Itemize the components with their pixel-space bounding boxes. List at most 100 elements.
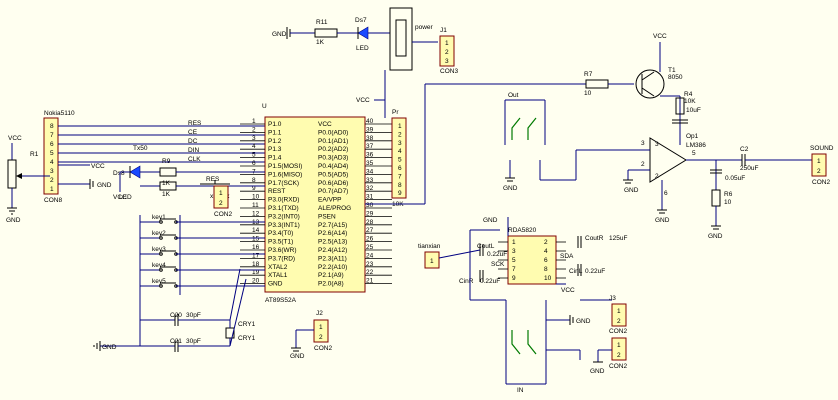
pr-pin-9: 9 [398, 190, 402, 197]
c20-ref: C20 [170, 312, 182, 319]
pr-pin-5: 5 [398, 157, 402, 164]
pr-pin-1: 1 [398, 123, 402, 130]
cinl-value: 0.22uF [585, 268, 605, 275]
mcu-pin-name-30: ALE/PROG [318, 205, 351, 212]
mcu-pin-name-34: P0.5(AD5) [318, 171, 348, 178]
mcu-pin-no-29: 29 [366, 210, 374, 217]
mcu-pin-no-28: 28 [366, 219, 374, 226]
svg-text:3: 3 [445, 58, 449, 65]
vcc-label: VCC [8, 135, 22, 142]
mcu-pin-no-37: 37 [366, 143, 374, 150]
led-bl-ref2: Tx50 [133, 145, 148, 152]
svg-text:2: 2 [617, 318, 621, 325]
r6-ref: R6 [724, 191, 733, 198]
c21-value: 30pF [186, 338, 201, 345]
mcu-pin-no-12: 12 [252, 210, 260, 217]
mcu-pin-no-16: 16 [252, 244, 260, 251]
coutr-label: CoutR [585, 235, 604, 242]
mcu-pin-name-36: P0.3(AD3) [318, 155, 348, 162]
net-res: RES [188, 120, 202, 127]
rda-pin-5: 5 [512, 257, 516, 264]
mcu-pin-name-6: P1.5(MOSI) [268, 163, 302, 170]
mcu-pin-name-3: P1.2 [268, 138, 282, 145]
cinl-label: CinL [569, 268, 583, 275]
svg-text:1: 1 [817, 158, 821, 165]
pr-ref: Pr [392, 109, 399, 116]
mcu-pin-no-6: 6 [252, 160, 256, 167]
vcc-amp: VCC [653, 33, 667, 40]
pr-pin-6: 6 [398, 165, 402, 172]
mcu-pin-name-2: P1.1 [268, 129, 282, 136]
r7-ref: R7 [584, 71, 593, 78]
rda-pin-1: 1 [512, 239, 516, 246]
crystal-caps: C20 30pF C21 30pF GND CRY1 CRY1 [93, 268, 256, 352]
mcu-pin-name-25: P2.4(A12) [318, 247, 347, 254]
rda-pin-9: 9 [512, 275, 516, 282]
svg-text:5: 5 [692, 150, 696, 157]
con2-reset-name: CON2 [214, 211, 232, 218]
mcu-pin-name-32: P0.7(AD7) [318, 188, 348, 195]
con2-bottom[interactable]: 1 2 CON2 GND [590, 337, 627, 375]
mcu-pin-no-31: 31 [366, 194, 374, 201]
rda-pin-3: 3 [512, 248, 516, 255]
mcu-pin-name-1: P1.0 [268, 121, 282, 128]
coutl-value: 0.22uF [487, 251, 507, 258]
backlight-leds: Tx50 Ds8 LED R9 1K 1K VCC [113, 145, 265, 201]
cry-ref: CRY1 [238, 321, 256, 328]
j2-connector[interactable]: J2 1 2 CON2 GND [290, 310, 332, 360]
con2-reset[interactable]: 1 2 CON2 [213, 185, 232, 218]
gnd-j2: GND [290, 353, 305, 360]
lcd-pin-7: 7 [50, 132, 54, 139]
c21-ref: C21 [170, 338, 182, 345]
mcu-pin-name-26: P2.5(A13) [318, 239, 347, 246]
mcu-pin-no-1: 1 [252, 118, 256, 125]
net-ce: CE [188, 129, 198, 136]
mcu-pin-name-22: P2.1(A9) [318, 272, 344, 279]
mcu-pin-no-27: 27 [366, 227, 374, 234]
mcu-pin-name-20: GND [268, 281, 283, 288]
svg-text:1: 1 [430, 258, 434, 265]
op-part: LM386 [686, 142, 706, 149]
gnd-rda: GND [483, 217, 498, 224]
mcu-pin-no-10: 10 [252, 194, 260, 201]
mcu-pin-name-13: P3.3(INT1) [268, 222, 300, 229]
sound-connector[interactable]: SOUND 1 2 CON2 [810, 145, 834, 186]
rda-pin-6: 6 [544, 257, 548, 264]
svg-text:2: 2 [641, 161, 645, 168]
lcd-pin-6: 6 [50, 141, 54, 148]
j1-name: CON3 [440, 68, 458, 75]
mcu-pin-no-24: 24 [366, 252, 374, 259]
led-top-ref: Ds7 [355, 17, 367, 24]
mcu-pin-no-40: 40 [366, 118, 374, 125]
j2-name: CON2 [314, 345, 332, 352]
mcu-pin-name-31: EA/VPP [318, 197, 341, 204]
r9-ref: R9 [162, 158, 171, 165]
j1-connector[interactable]: J1 1 2 3 CON3 [439, 27, 458, 75]
mcu-pin-no-21: 21 [366, 278, 374, 285]
r4-ref: R4 [684, 91, 693, 98]
mcu-pin-no-9: 9 [252, 185, 256, 192]
mcu-pin-no-38: 38 [366, 135, 374, 142]
j3-connector[interactable]: J3 1 2 CON2 [609, 295, 627, 335]
coutl-label: CoutL [477, 243, 495, 250]
antenna-connector[interactable]: tianxian 1 [418, 243, 481, 269]
gnd-lcd: GND [97, 182, 112, 189]
led-bl-ref: Ds8 [113, 170, 125, 177]
pr-pin-7: 7 [398, 173, 402, 180]
rda-sck: SCK [491, 261, 505, 268]
mcu-pin-name-14: P3.4(T0) [268, 230, 293, 237]
j2-ref: J2 [316, 310, 323, 317]
key-label-5: key5 [152, 278, 166, 285]
key-label-4: key4 [152, 262, 166, 269]
t1-ref: T1 [668, 67, 676, 74]
rda-ref: RDA5820 [508, 227, 537, 234]
pr-pin-4: 4 [398, 148, 402, 155]
key-label-1: key1 [152, 214, 166, 221]
mcu-pin-name-24: P2.3(A11) [318, 255, 347, 262]
cinr-value: 0.22uF [480, 278, 500, 285]
